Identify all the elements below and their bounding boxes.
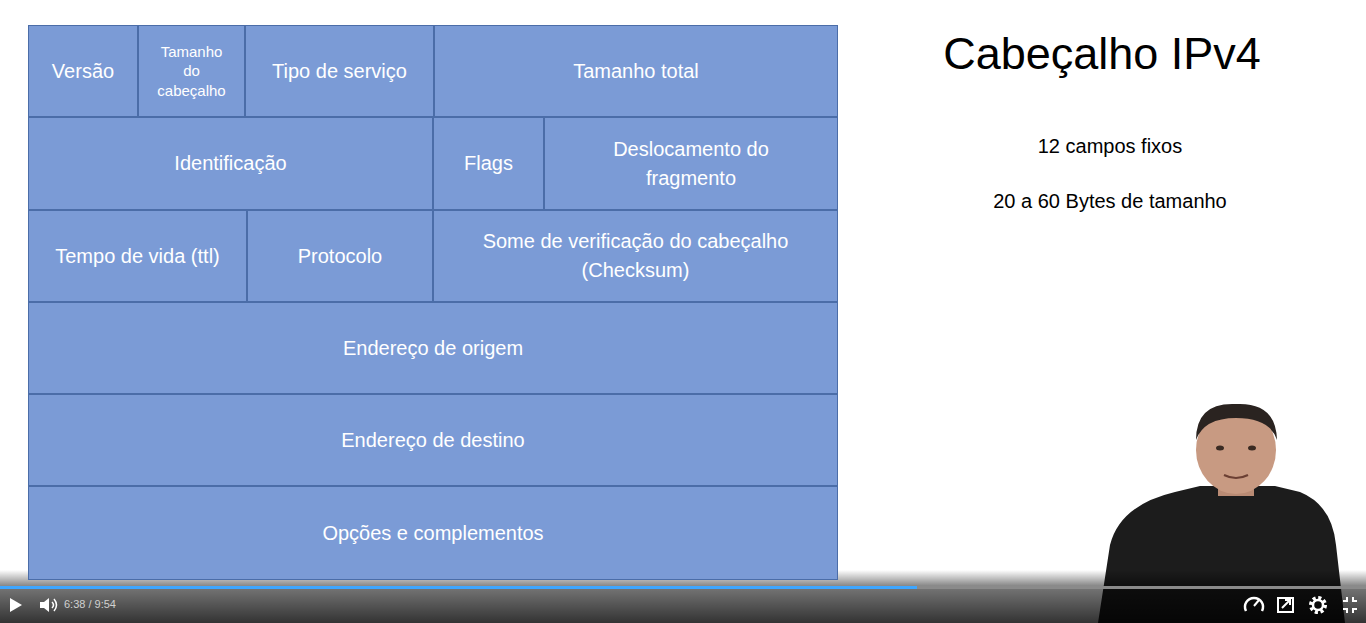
field-name: Deslocamento do fragmento (596, 135, 786, 193)
field-name: Tempo de vida (ttl) (55, 242, 220, 271)
header-field: Protocolo (247, 210, 433, 302)
video-time: 6:38 / 9:54 (64, 598, 116, 610)
field-name: Protocolo (298, 242, 383, 271)
field-name: Tamanho total (573, 57, 699, 86)
volume-icon (40, 598, 57, 612)
slide-note: 20 a 60 Bytes de tamanho (993, 190, 1227, 213)
field-name: Identificação (174, 149, 286, 178)
header-field: Opções e complementos (28, 486, 838, 580)
field-name: Endereço de destino (341, 426, 524, 455)
progress-fill (0, 586, 917, 589)
slide-note: 12 campos fixos (1038, 135, 1183, 158)
field-name: Tamanho do cabeçalho (153, 42, 231, 101)
header-field: Identificação (28, 117, 433, 210)
play-icon (10, 598, 22, 612)
slide-title: Cabeçalho IPv4 (838, 28, 1366, 80)
header-field: Tamanho do cabeçalho (138, 25, 245, 117)
header-field: Tamanho total (434, 25, 838, 117)
field-name: Endereço de origem (343, 334, 523, 363)
header-field: Versão (28, 25, 138, 117)
header-field: Some de verificação do cabeçalho (Checks… (433, 210, 838, 302)
speed-icon (1245, 598, 1263, 611)
progress-track (0, 586, 1366, 589)
header-field: Endereço de origem (28, 302, 838, 394)
settings-icon (1311, 598, 1325, 612)
pip-icon (1278, 598, 1293, 612)
field-name: Tipo de serviço (272, 57, 407, 86)
header-field: Flags (433, 117, 544, 210)
header-field: Tipo de serviço (245, 25, 434, 117)
field-name: Opções e complementos (322, 519, 543, 548)
field-name: Some de verificação do cabeçalho (Checks… (456, 227, 816, 285)
header-field: Deslocamento do fragmento (544, 117, 838, 210)
fullscreen-icon (1343, 597, 1357, 613)
header-field: Tempo de vida (ttl) (28, 210, 247, 302)
header-field: Endereço de destino (28, 394, 838, 486)
field-name: Versão (52, 57, 114, 86)
field-name: Flags (464, 149, 513, 178)
